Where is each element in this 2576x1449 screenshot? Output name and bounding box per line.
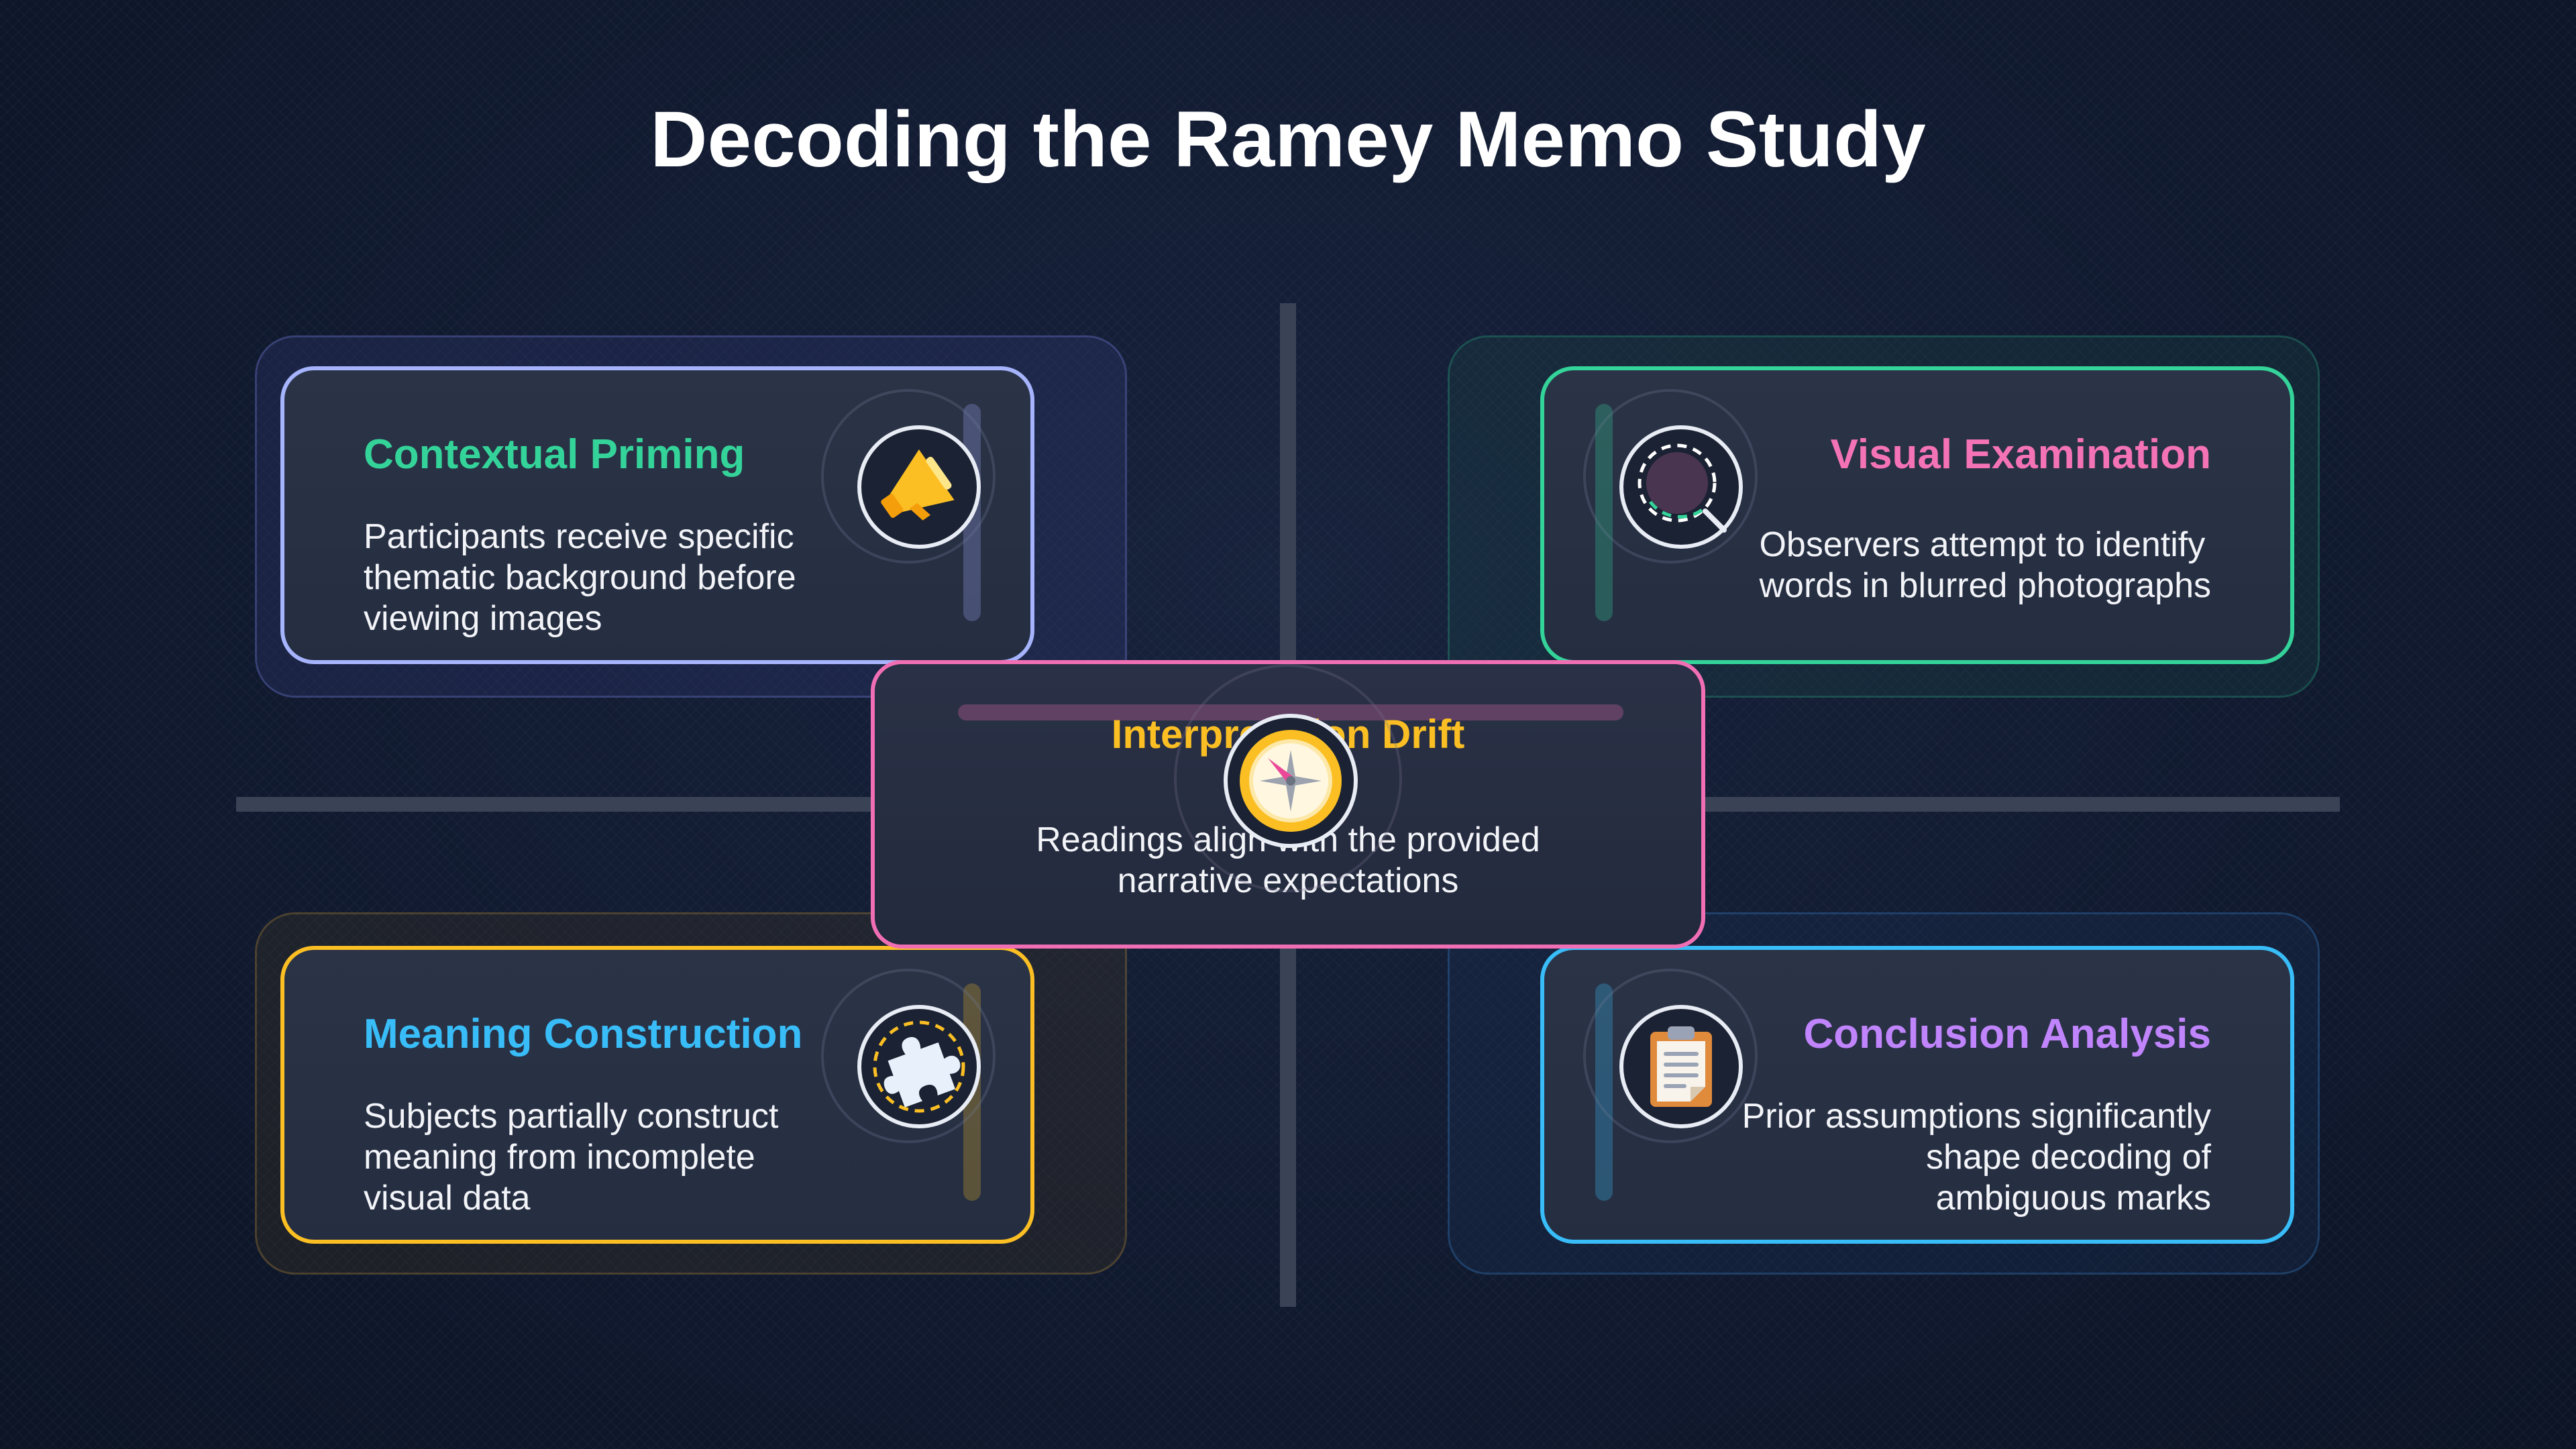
card-description: Prior assumptions significantly shape de… <box>1741 1097 2211 1218</box>
card-meaning-construction[interactable]: Meaning Construction Subjects partially … <box>280 946 1034 1244</box>
card-title: Contextual Priming <box>364 431 745 478</box>
icon-ring <box>821 389 996 564</box>
icon-ring <box>1174 664 1402 892</box>
card-description: Participants receive specific thematic b… <box>364 517 796 638</box>
puzzle-piece-icon <box>857 1005 981 1128</box>
card-title: Meaning Construction <box>364 1011 803 1057</box>
clipboard-icon <box>1619 1005 1743 1128</box>
magnifier-icon <box>1619 425 1743 549</box>
compass-icon <box>1224 714 1358 848</box>
card-description: Observers attempt to identify words in b… <box>1759 525 2211 605</box>
icon-ring <box>1583 969 1758 1143</box>
page-title: Decoding the Ramey Memo Study <box>650 95 1926 184</box>
megaphone-icon <box>857 425 981 549</box>
card-visual-examination[interactable]: Visual Examination Observers attempt to … <box>1540 366 2294 664</box>
card-contextual-priming[interactable]: Contextual Priming Participants receive … <box>280 366 1034 664</box>
icon-ring <box>821 969 996 1143</box>
card-title: Conclusion Analysis <box>1803 1011 2212 1057</box>
card-description: Subjects partially construct meaning fro… <box>364 1097 779 1218</box>
card-conclusion-analysis[interactable]: Conclusion Analysis Prior assumptions si… <box>1540 946 2294 1244</box>
card-title: Visual Examination <box>1830 431 2211 478</box>
icon-ring <box>1583 389 1758 564</box>
